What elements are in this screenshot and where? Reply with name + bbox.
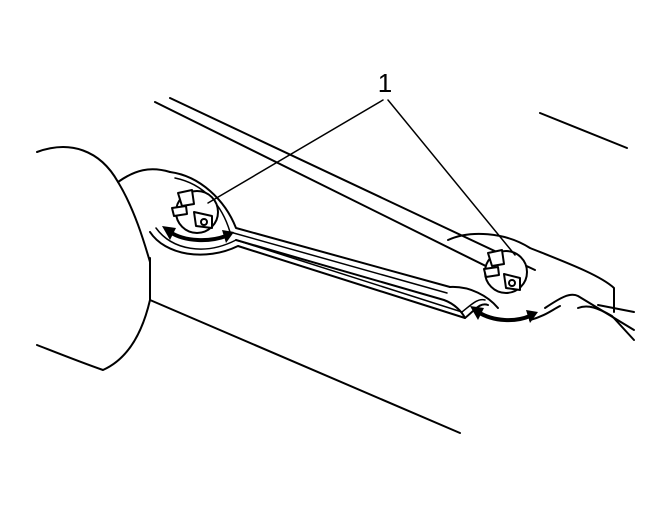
right-panel — [447, 232, 635, 341]
trim-channel — [149, 171, 499, 319]
lower-panel — [36, 257, 461, 434]
left-fastener — [171, 189, 219, 234]
right-rotation-arrow-icon — [470, 306, 538, 323]
left-rotation-arrow-icon — [162, 226, 234, 243]
callout-number: 1 — [377, 68, 393, 98]
left-upper-panel — [36, 146, 171, 263]
right-fastener — [483, 249, 528, 294]
callout-leaders — [207, 99, 516, 256]
background-edges — [154, 97, 628, 284]
